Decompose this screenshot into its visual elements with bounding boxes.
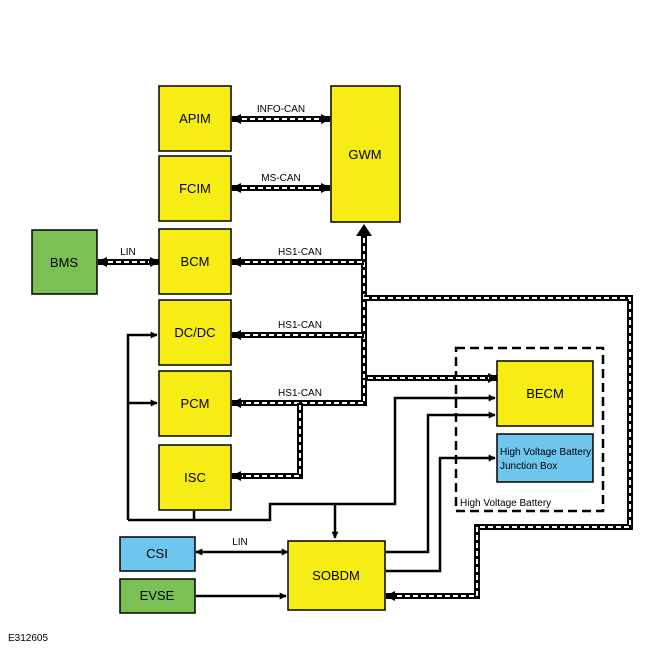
hs1-can-bcm-label: HS1-CAN bbox=[278, 247, 322, 258]
figure-id: E312605 bbox=[8, 633, 48, 644]
ms-can-label: MS-CAN bbox=[261, 173, 300, 184]
pcm-label: PCM bbox=[181, 396, 210, 411]
becm-box: BECM bbox=[496, 360, 594, 427]
hvjb-label-line1: High Voltage Battery bbox=[500, 447, 591, 458]
bms-label: BMS bbox=[50, 255, 79, 270]
becm-label: BECM bbox=[526, 386, 564, 401]
dcdc-box: DC/DC bbox=[158, 299, 232, 366]
csi-box: CSI bbox=[119, 536, 196, 572]
sobdm-box: SOBDM bbox=[287, 540, 386, 611]
lin-bms-label: LIN bbox=[120, 247, 136, 258]
lin-csi-label: LIN bbox=[232, 537, 248, 548]
fcim-box: FCIM bbox=[158, 155, 232, 222]
hs1-can-pcm-label: HS1-CAN bbox=[278, 388, 322, 399]
apim-box: APIM bbox=[158, 85, 232, 152]
sobdm-label: SOBDM bbox=[312, 568, 360, 583]
evse-box: EVSE bbox=[119, 578, 196, 614]
hv-battery-enclosure bbox=[454, 346, 605, 513]
isc-box: ISC bbox=[158, 444, 232, 511]
bcm-box: BCM bbox=[158, 228, 232, 295]
dcdc-label: DC/DC bbox=[174, 325, 215, 340]
evse-label: EVSE bbox=[140, 588, 175, 603]
gwm-label: GWM bbox=[348, 147, 381, 162]
hv-junction-box: High Voltage Battery Junction Box bbox=[496, 433, 594, 483]
bcm-label: BCM bbox=[181, 254, 210, 269]
hvjb-label-line2: Junction Box bbox=[500, 461, 557, 472]
thin-wires bbox=[126, 331, 496, 600]
isc-label: ISC bbox=[184, 470, 206, 485]
can-buses bbox=[97, 114, 633, 601]
info-can-label: INFO-CAN bbox=[257, 104, 305, 115]
hs1-can-dcdc-label: HS1-CAN bbox=[278, 320, 322, 331]
bms-box: BMS bbox=[31, 229, 98, 295]
apim-label: APIM bbox=[179, 111, 211, 126]
pcm-box: PCM bbox=[158, 370, 232, 437]
csi-label: CSI bbox=[146, 546, 168, 561]
gwm-box: GWM bbox=[330, 85, 401, 223]
hv-battery-label: High Voltage Battery bbox=[460, 498, 551, 509]
fcim-label: FCIM bbox=[179, 181, 211, 196]
